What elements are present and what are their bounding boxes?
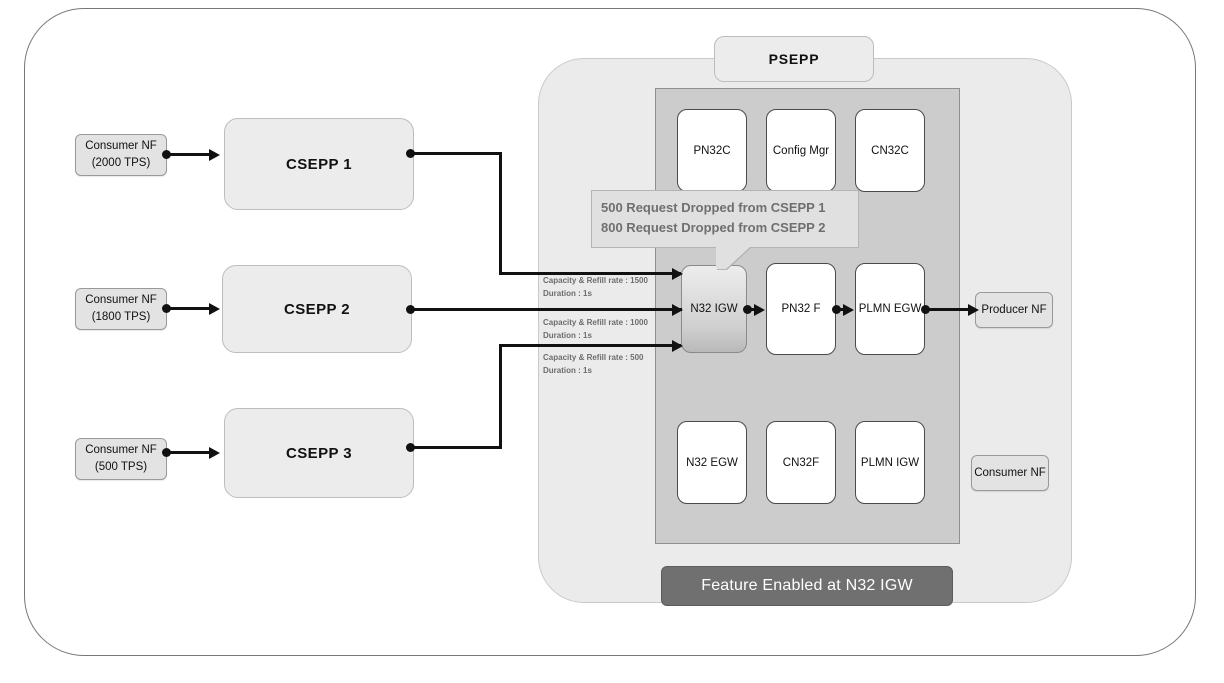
- connector-dot: [162, 304, 171, 313]
- connector-line: [410, 308, 682, 311]
- consumer-nf-500-line1: Consumer NF: [85, 444, 157, 457]
- connector-line: [925, 308, 975, 311]
- connector-dot: [406, 149, 415, 158]
- component-plmn-igw[interactable]: PLMN IGW: [855, 421, 925, 504]
- csepp-3-label: CSEPP 3: [286, 444, 352, 462]
- component-n32-igw[interactable]: N32 IGW: [681, 265, 747, 353]
- rate-duration-1: Duration : 1s: [543, 289, 592, 299]
- dropped-requests-callout: 500 Request Dropped from CSEPP 1 800 Req…: [591, 190, 859, 248]
- component-cn32c[interactable]: CN32C: [855, 109, 925, 192]
- component-pn32c-label: PN32C: [693, 144, 731, 157]
- callout-line-1: 500 Request Dropped from CSEPP 1: [601, 200, 826, 215]
- rate-capacity-2: Capacity & Refill rate : 1000: [543, 318, 648, 327]
- consumer-nf-1800-box[interactable]: Consumer NF (1800 TPS): [75, 288, 167, 330]
- arrowhead-icon: [672, 303, 683, 316]
- connector-line: [410, 152, 502, 155]
- rate-duration-3: Duration : 1s: [543, 366, 592, 376]
- consumer-nf-2000-box[interactable]: Consumer NF (2000 TPS): [75, 134, 167, 176]
- rate-duration-2: Duration : 1s: [543, 331, 592, 341]
- arrowhead-icon: [672, 339, 683, 352]
- connector-dot: [406, 305, 415, 314]
- consumer-nf-right-label: Consumer NF: [974, 466, 1046, 479]
- callout-tail-icon: [716, 247, 750, 269]
- connector-dot: [162, 150, 171, 159]
- consumer-nf-500-line2: (500 TPS): [94, 461, 148, 473]
- component-cn32f[interactable]: CN32F: [766, 421, 836, 504]
- connector-dot: [832, 305, 841, 314]
- csepp-3-box[interactable]: CSEPP 3: [224, 408, 414, 498]
- consumer-nf-right-box[interactable]: Consumer NF: [971, 455, 1049, 491]
- component-pn32-f-label: PN32 F: [781, 303, 821, 315]
- connector-line: [747, 308, 757, 311]
- component-pn32c[interactable]: PN32C: [677, 109, 747, 192]
- connector-line: [410, 446, 502, 449]
- rate-label-2: Capacity & Refill rate : 1000 Duration :…: [543, 316, 648, 342]
- component-pn32-f[interactable]: PN32 F: [766, 263, 836, 355]
- feature-enabled-banner: Feature Enabled at N32 IGW: [661, 566, 953, 606]
- connector-line: [499, 272, 681, 275]
- csepp-2-label: CSEPP 2: [284, 300, 350, 318]
- connector-line: [499, 344, 502, 449]
- connector-line: [836, 308, 846, 311]
- connector-dot: [162, 448, 171, 457]
- component-n32-egw[interactable]: N32 EGW: [677, 421, 747, 504]
- consumer-nf-2000-line1: Consumer NF: [85, 140, 157, 153]
- component-cn32c-label: CN32C: [871, 144, 909, 157]
- consumer-nf-2000-line2: (2000 TPS): [91, 157, 151, 169]
- arrowhead-icon: [843, 303, 854, 316]
- arrowhead-icon: [672, 267, 683, 280]
- consumer-nf-1800-line1: Consumer NF: [85, 294, 157, 307]
- connector-line: [499, 152, 502, 275]
- csepp-1-box[interactable]: CSEPP 1: [224, 118, 414, 210]
- component-config-mgr[interactable]: Config Mgr: [766, 109, 836, 192]
- arrowhead-icon: [754, 303, 765, 316]
- psepp-title-label: PSEPP: [768, 51, 820, 67]
- component-cn32f-label: CN32F: [782, 456, 820, 469]
- component-config-mgr-label: Config Mgr: [772, 144, 830, 157]
- arrowhead-icon: [209, 446, 220, 459]
- consumer-nf-500-box[interactable]: Consumer NF (500 TPS): [75, 438, 167, 480]
- component-n32-egw-label: N32 EGW: [686, 456, 738, 469]
- component-n32-igw-label: N32 IGW: [690, 303, 738, 315]
- rate-capacity-3: Capacity & Refill rate : 500: [543, 353, 644, 362]
- csepp-1-label: CSEPP 1: [286, 155, 352, 173]
- arrowhead-icon: [209, 148, 220, 161]
- csepp-2-box[interactable]: CSEPP 2: [222, 265, 412, 353]
- arrowhead-icon: [209, 302, 220, 315]
- feature-enabled-banner-label: Feature Enabled at N32 IGW: [701, 577, 913, 594]
- connector-dot: [743, 305, 752, 314]
- connector-dot: [921, 305, 930, 314]
- component-plmn-egw-label: PLMN EGW: [858, 303, 922, 315]
- arrowhead-icon: [968, 303, 979, 316]
- connector-line: [166, 153, 214, 156]
- callout-line-2: 800 Request Dropped from CSEPP 2: [601, 220, 826, 236]
- rate-label-3: Capacity & Refill rate : 500 Duration : …: [543, 351, 643, 377]
- psepp-title-box: PSEPP: [714, 36, 874, 82]
- component-plmn-igw-label: PLMN IGW: [860, 456, 920, 469]
- connector-line: [166, 451, 214, 454]
- rate-label-1: Capacity & Refill rate : 1500 Duration :…: [543, 274, 648, 300]
- consumer-nf-1800-line2: (1800 TPS): [91, 311, 151, 323]
- producer-nf-box[interactable]: Producer NF: [975, 292, 1053, 328]
- connector-line: [166, 307, 214, 310]
- component-plmn-egw[interactable]: PLMN EGW: [855, 263, 925, 355]
- rate-capacity-1: Capacity & Refill rate : 1500: [543, 276, 648, 285]
- outer-frame: [24, 8, 1196, 656]
- connector-dot: [406, 443, 415, 452]
- producer-nf-label: Producer NF: [981, 303, 1047, 316]
- connector-line: [499, 344, 681, 347]
